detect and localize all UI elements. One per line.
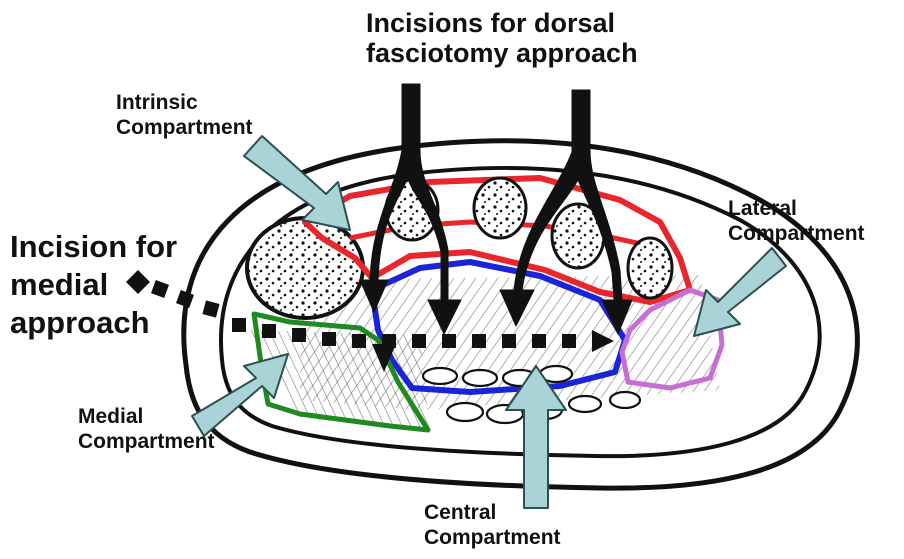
lateral-pointer-arrow: [694, 248, 786, 336]
first-metatarsal-bone: [247, 218, 363, 318]
metatarsal-3: [474, 178, 526, 238]
metatarsal-5: [628, 238, 672, 298]
intrinsic-pointer-arrow: [244, 136, 350, 230]
